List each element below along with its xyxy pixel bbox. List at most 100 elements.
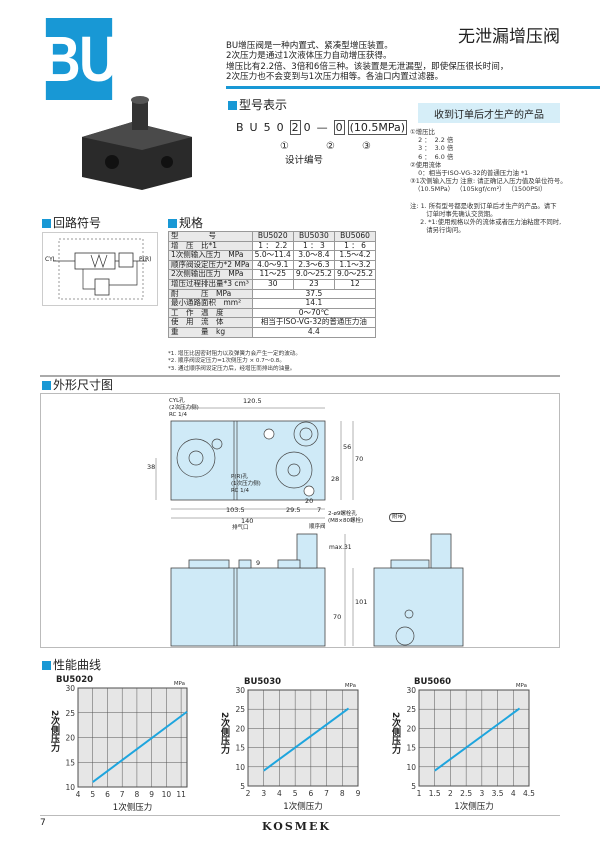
bullet-square-icon (168, 218, 177, 228)
plot-area (247, 689, 359, 787)
y-tick-label: 5 (240, 782, 245, 791)
model-notes: ①增压比 2 ： 2.2 倍 3 ： 3.0 倍 6 ： 6.0 倍 ②使用流体… (410, 128, 567, 235)
dim-max31: max.31 (329, 544, 352, 551)
design-number-label: 设计编号 (285, 155, 324, 166)
x-tick-label: 8 (135, 790, 140, 799)
p-port-label: P(R)孔 (1次压力侧) RC 1/4 (231, 474, 261, 494)
x-tick-label: 6 (308, 789, 313, 798)
x-tick-label: 2 (246, 789, 251, 798)
table-cell: 使 用 流 体 (168, 317, 253, 328)
x-tick-label: 1.5 (429, 789, 441, 798)
y-tick-label: 5 (411, 782, 416, 791)
bullet-square-icon (42, 380, 51, 390)
chart-title: BU5020 (56, 675, 93, 685)
pr-label: P(R) (139, 256, 152, 263)
divider (40, 815, 560, 816)
bu-logo: BU (41, 18, 118, 100)
ratio-box: 2 (289, 120, 301, 135)
cyl-port-label: CYL孔 (2次压力侧) RC 1/4 (169, 398, 199, 418)
y-tick-label: 20 (235, 724, 245, 733)
dim-56: 56 (343, 443, 352, 451)
product-photo (82, 96, 192, 190)
x-tick-label: 4 (76, 790, 81, 799)
chart-title: BU5030 (244, 677, 281, 687)
table-cell: 3.0～8.4 (292, 250, 335, 261)
table-cell: 1.5～4.2 (333, 250, 377, 261)
chart-title: BU5060 (414, 677, 451, 687)
dimension-drawing: 120.5 103.5 140 29.5 20 7 38 56 70 28 9 … (40, 393, 560, 648)
x-tick-label: 7 (120, 790, 125, 799)
y-tick-label: 30 (65, 684, 75, 693)
dim-70-front: 70 (333, 613, 342, 621)
dim-20: 20 (305, 497, 314, 505)
table-cell: 1 ： 2.2 (251, 240, 294, 252)
x-tick-label: 11 (176, 790, 186, 799)
x-tick-label: 9 (149, 790, 154, 799)
table-cell: 9.0～25.2 (292, 269, 335, 280)
table-cell: 12 (333, 278, 377, 290)
table-cell: 增压过程排出量*3 cm³ (168, 278, 253, 290)
model-heading: 型号表示 (228, 98, 287, 112)
y-tick-label: 25 (406, 705, 416, 714)
x-tick-label: 9 (356, 789, 361, 798)
performance-heading: 性能曲线 (42, 658, 101, 672)
x-tick-label: 2 (448, 789, 453, 798)
x-tick-label: 5 (90, 790, 95, 799)
y-axis-label: 2次侧压力 (49, 710, 60, 753)
x-axis-label: 1次侧压力 (454, 801, 493, 812)
bullet-square-icon (42, 218, 51, 228)
accessory-badge: 附带 (389, 513, 407, 522)
circuit-symbol: CYL P(R) (42, 232, 158, 306)
dim-38: 38 (147, 463, 156, 471)
table-cell: 1.1～3.2 (333, 259, 377, 271)
y-tick-label: 15 (406, 744, 416, 753)
plot-area (418, 689, 530, 787)
x-tick-label: 2.5 (460, 789, 472, 798)
y-axis-label: 2次侧压力 (219, 712, 230, 755)
bolt-hole-label: 2-ø9螺栓孔 (M8×80螺栓) (328, 511, 364, 524)
y-tick-label: 30 (235, 686, 245, 695)
x-axis-label: 1次侧压力 (113, 802, 152, 813)
table-cell: 5.0～11.4 (251, 250, 294, 261)
table-cell: 9.0～25.2 (333, 269, 377, 280)
divider (40, 375, 560, 377)
description: BU增压阀是一种内置式、紧凑型增压装置。 2次压力是通过1次液体压力自动增压获得… (226, 41, 509, 83)
table-cell: 1 ： 3 (292, 240, 335, 252)
table-cell: 最小通路面积 mm² (168, 298, 253, 309)
cyl-label: CYL (45, 256, 57, 263)
performance-curve (434, 707, 521, 772)
fluid-box: 0 (333, 120, 345, 135)
table-cell: 4.0～9.1 (251, 259, 294, 271)
y-tick-label: 15 (235, 744, 245, 753)
page-title: 无泄漏增压阀 (458, 27, 560, 47)
dim-28: 28 (331, 475, 340, 483)
x-tick-label: 4 (511, 789, 516, 798)
table-row: 使 用 流 体相当于ISO-VG-32的普通压力油 (168, 317, 377, 328)
dim-101: 101 (355, 598, 368, 606)
y-tick-label: 15 (65, 758, 75, 767)
circuit-heading: 回路符号 (42, 216, 101, 230)
table-cell: 11～25 (251, 269, 294, 280)
y-tick-label: 25 (65, 709, 75, 718)
table-cell: 1 ： 6 (333, 240, 377, 252)
pressure-box: (10.5MPa) (347, 120, 408, 135)
marker-3: ③ (362, 141, 371, 152)
order-notice: 收到订单后才生产的产品 (418, 103, 560, 123)
x-tick-label: 4 (277, 789, 282, 798)
y-tick-label: 10 (65, 783, 75, 792)
y-tick-label: 20 (65, 734, 75, 743)
divider (226, 86, 600, 89)
performance-curve (263, 707, 350, 772)
x-tick-label: 7 (324, 789, 329, 798)
table-cell: 37.5 (251, 288, 377, 300)
table-cell: 1次侧输入压力 MPa (168, 250, 253, 261)
drawing-heading: 外形尺寸图 (42, 378, 113, 392)
y-tick-label: 25 (235, 705, 245, 714)
y-tick-label: 30 (406, 686, 416, 695)
table-cell: 重 量 kg (168, 326, 253, 338)
